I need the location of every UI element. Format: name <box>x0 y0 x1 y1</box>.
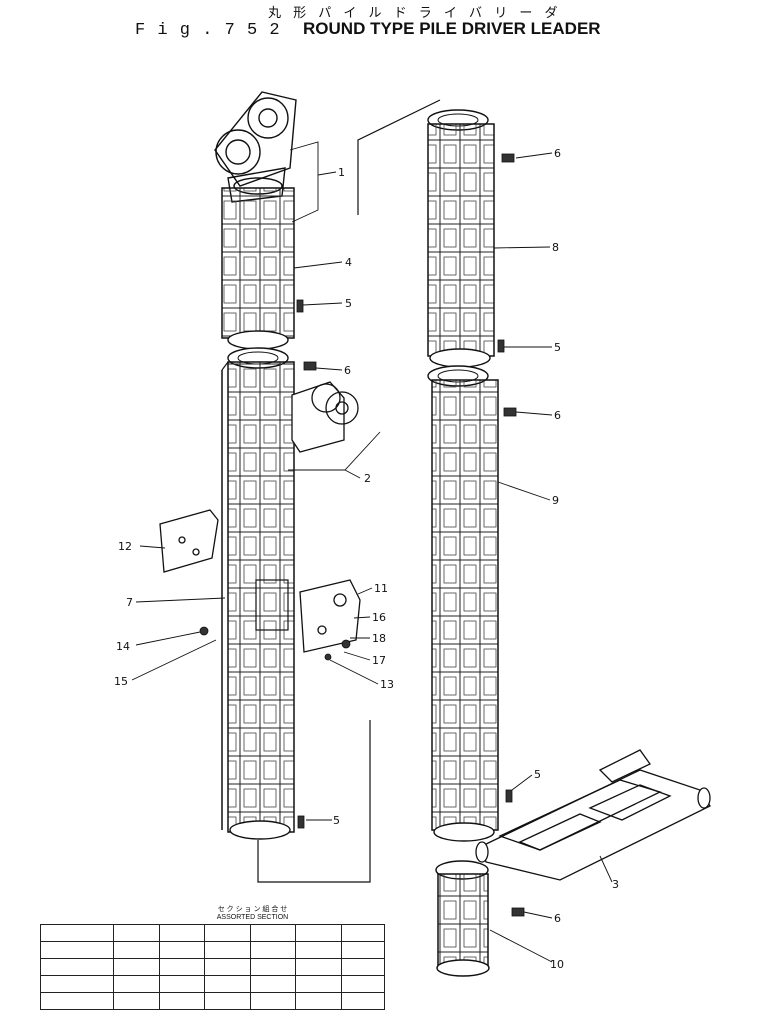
callout-4: 4 <box>345 256 352 269</box>
table-row <box>40 924 385 942</box>
callout-1: 1 <box>338 166 345 179</box>
assorted-section-title-japanese: セ ク シ ョ ン 組 合 せ <box>217 906 288 913</box>
callout-8: 8 <box>552 241 559 254</box>
figure-number: F i g . 7 5 2 <box>135 21 281 40</box>
leader-section-10 <box>435 860 490 977</box>
assorted-section-table: セ ク シ ョ ン 組 合 せ ASSORTED SECTION <box>40 906 385 1010</box>
callout-labels: 1 2 3 4 5 5 5 5 6 6 6 6 7 8 9 10 11 12 1… <box>114 147 619 971</box>
figure-title-japanese: 丸 形 パ イ ル ド ラ イ バ リ ー ダ <box>268 6 562 21</box>
guide-pulley-bracket <box>291 381 359 453</box>
table-row <box>40 992 385 1010</box>
callout-13: 13 <box>380 678 394 691</box>
callout-18: 18 <box>372 632 386 645</box>
leader-section-7 <box>221 347 295 840</box>
callout-16: 16 <box>372 611 386 624</box>
callout-5: 5 <box>345 297 352 310</box>
leader-section-8 <box>427 109 495 368</box>
callout-6: 6 <box>554 147 561 160</box>
table-row <box>40 975 385 993</box>
table-row <box>40 958 385 976</box>
bracket-11 <box>299 579 361 653</box>
bracket-12 <box>159 509 219 573</box>
callout-3: 3 <box>612 878 619 891</box>
callout-14: 14 <box>116 640 130 653</box>
callout-6: 6 <box>344 364 351 377</box>
callout-6: 6 <box>554 912 561 925</box>
table-row <box>40 941 385 959</box>
leader-section-9 <box>427 365 499 842</box>
assorted-section-grid <box>40 924 385 1010</box>
base-frame <box>475 749 711 881</box>
bolt-markers <box>199 153 525 917</box>
callout-12: 12 <box>118 540 132 553</box>
callout-7: 7 <box>126 596 133 609</box>
figure-title: F i g . 7 5 2 ROUND TYPE PILE DRIVER LEA… <box>135 19 601 40</box>
assorted-section-title: ASSORTED SECTION <box>216 914 289 921</box>
callout-2: 2 <box>364 472 371 485</box>
callout-9: 9 <box>552 494 559 507</box>
figure-name: ROUND TYPE PILE DRIVER LEADER <box>303 19 601 38</box>
callout-10: 10 <box>550 958 564 971</box>
callout-leader-lines <box>131 141 613 963</box>
callout-11: 11 <box>374 582 388 595</box>
top-sheave-assembly <box>214 91 297 203</box>
callout-5: 5 <box>534 768 541 781</box>
callout-17: 17 <box>372 654 386 667</box>
leader-section-4 <box>221 187 295 350</box>
callout-5: 5 <box>333 814 340 827</box>
callout-15: 15 <box>114 675 128 688</box>
callout-6: 6 <box>554 409 561 422</box>
callout-5: 5 <box>554 341 561 354</box>
assembly-connector-lines <box>257 99 441 883</box>
